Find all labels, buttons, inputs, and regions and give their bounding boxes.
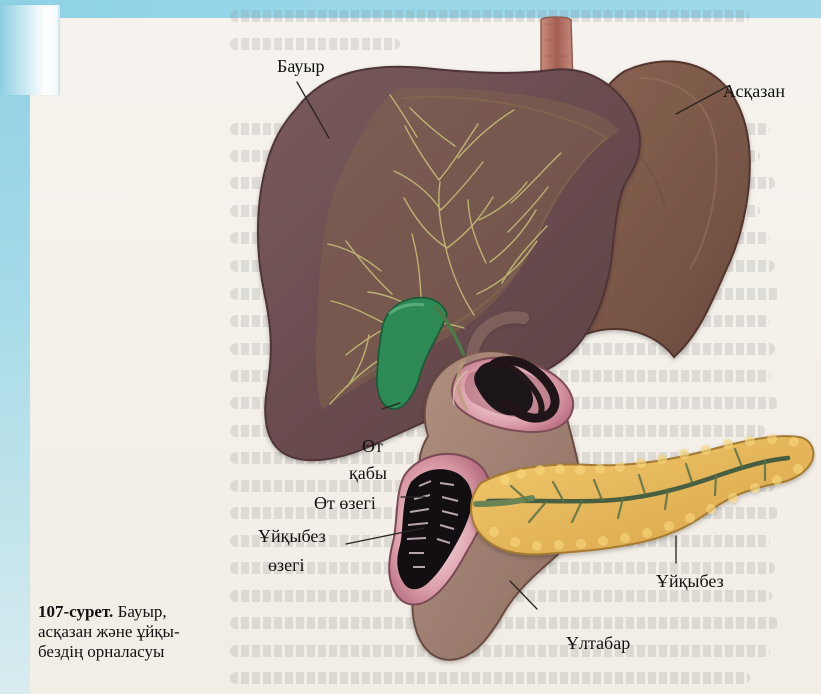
caption-line-3: бездің орналасуы bbox=[38, 642, 164, 661]
figure-caption: 107-сурет. Бауыр, асқазан және ұйқы- без… bbox=[38, 602, 228, 662]
caption-line-2: асқазан және ұйқы- bbox=[38, 622, 180, 641]
label-gallbladder-line-1: Өт bbox=[362, 437, 383, 455]
label-stomach: Асқазан bbox=[723, 82, 785, 100]
label-duodenum: Ұлтабар bbox=[566, 634, 630, 652]
label-pancreatic-duct-line-1: Ұйқыбез bbox=[258, 527, 326, 545]
label-liver: Бауыр bbox=[277, 57, 325, 75]
label-bile-duct: Өт өзегі bbox=[314, 494, 376, 512]
caption-line-1: Бауыр, bbox=[118, 602, 167, 621]
figure-number: 107-сурет. bbox=[38, 602, 113, 621]
digestive-organs-illustration bbox=[228, 12, 816, 687]
top-left-decorative-panel bbox=[0, 5, 60, 95]
label-pancreas: Ұйқыбез bbox=[656, 572, 724, 590]
label-gallbladder-line-2: қабы bbox=[349, 464, 387, 482]
label-pancreatic-duct-line-2: өзегі bbox=[268, 556, 304, 574]
left-decorative-band bbox=[0, 0, 30, 694]
